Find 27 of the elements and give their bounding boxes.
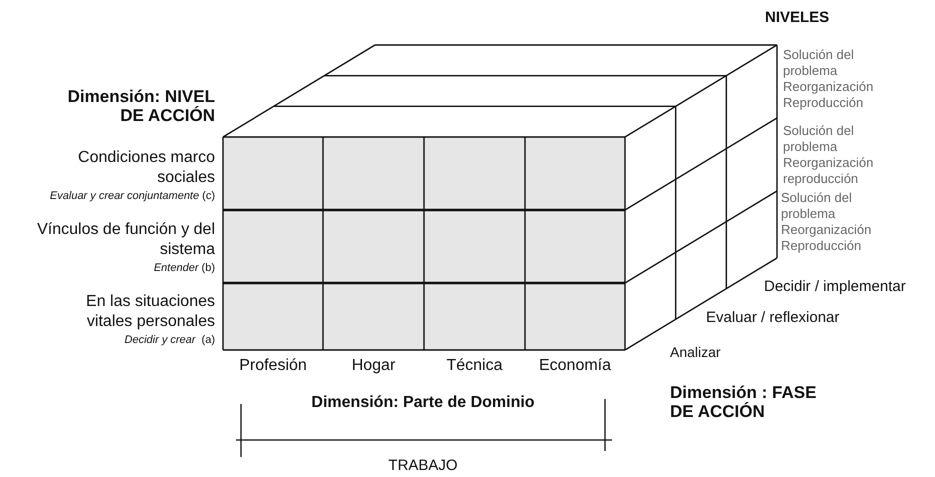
level-label: Reproducción <box>783 95 864 111</box>
row-sublabel: Decidir y crear (a) <box>124 333 215 347</box>
phase-label: Evaluar / reflexionar <box>706 309 840 327</box>
bracket-label: TRABAJO <box>387 457 459 475</box>
column-label: Economía <box>538 356 612 376</box>
level-label: Solución del problema <box>783 47 855 79</box>
level-label: reproducción <box>783 171 860 187</box>
phase-label: Analizar <box>670 343 722 361</box>
level-label: Solución del problema <box>781 190 853 222</box>
level-label: Reproducción <box>781 238 862 254</box>
axis-title: Dimensión : FASE DE ACCIÓN <box>670 383 818 421</box>
column-label: Técnica <box>445 356 504 376</box>
phase-label: Decidir / implementar <box>764 278 907 296</box>
row-label: En las situaciones vitales personales <box>85 292 215 332</box>
axis-title: Dimensión: NIVEL DE ACCIÓN <box>66 87 215 125</box>
axis-title: Dimensión: Parte de Dominio <box>310 393 536 413</box>
column-label: Profesión <box>238 356 308 376</box>
row-label: Condiciones marco sociales <box>77 148 215 188</box>
column-label: Hogar <box>350 356 396 376</box>
level-label: Reorganización <box>783 155 874 171</box>
level-label: Solución del problema <box>783 123 855 155</box>
level-label: Reorganización <box>783 79 874 95</box>
axis-title: NIVELES <box>765 9 830 27</box>
row-sublabel: Evaluar y crear conjuntamente (c) <box>48 189 215 203</box>
row-label: Vínculos de función y del sistema <box>36 220 215 260</box>
row-sublabel: Entender (b) <box>152 261 215 275</box>
level-label: Reorganización <box>781 222 872 238</box>
